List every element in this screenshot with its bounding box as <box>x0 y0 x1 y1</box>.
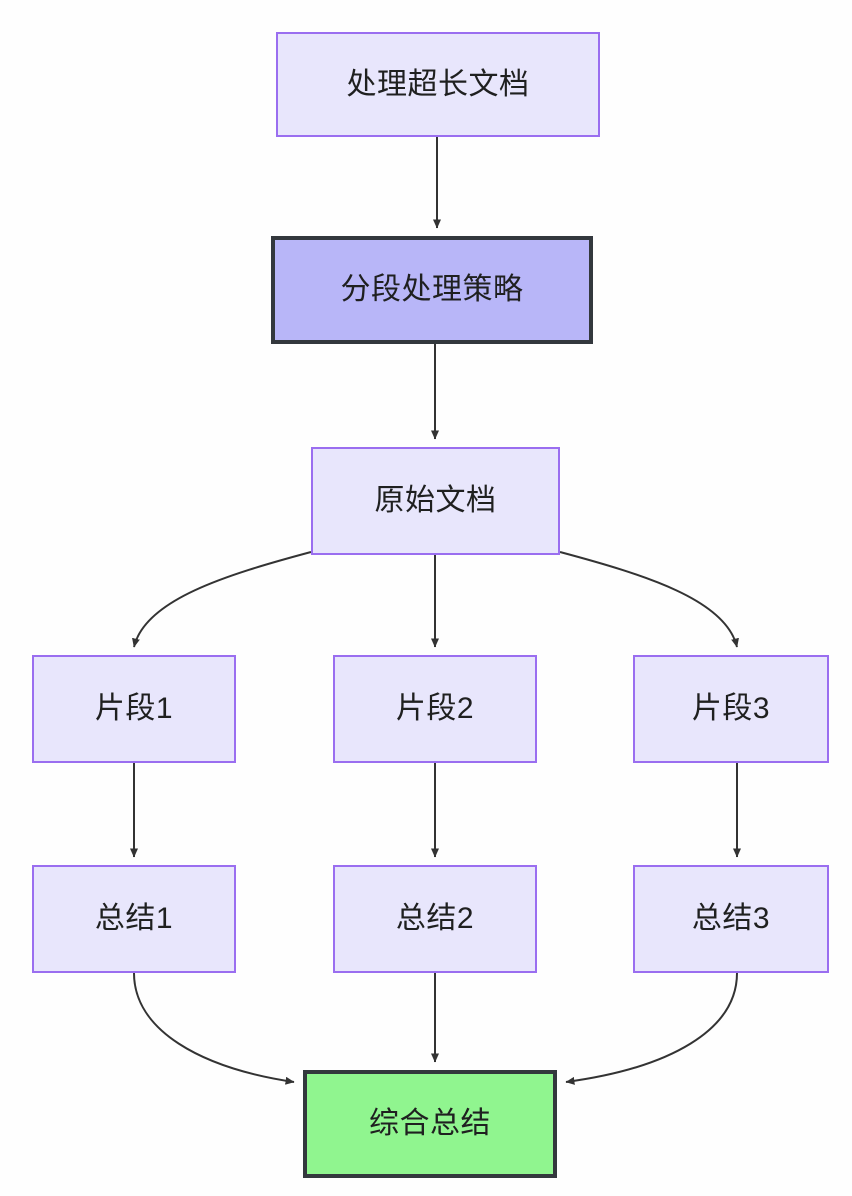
node-label: 片段1 <box>94 692 174 725</box>
node-fragment-2[interactable]: 片段2 <box>333 655 537 763</box>
edge-summary3-to-final <box>565 972 738 1085</box>
node-label: 总结3 <box>691 902 771 935</box>
node-fragment-1[interactable]: 片段1 <box>32 655 236 763</box>
node-label: 综合总结 <box>369 1107 491 1140</box>
node-label: 总结1 <box>94 902 174 935</box>
edge-original-to-fragment1 <box>132 551 312 648</box>
node-label: 片段3 <box>691 692 771 725</box>
edge-summary1-to-final <box>133 972 295 1085</box>
node-summary-3[interactable]: 总结3 <box>633 865 829 973</box>
node-fragment-3[interactable]: 片段3 <box>633 655 829 763</box>
node-comprehensive-summary[interactable]: 综合总结 <box>303 1070 557 1178</box>
node-label: 片段2 <box>395 692 475 725</box>
node-summary-1[interactable]: 总结1 <box>32 865 236 973</box>
node-label: 处理超长文档 <box>346 67 530 101</box>
edge-original-to-fragment3 <box>559 551 739 648</box>
node-label: 原始文档 <box>374 484 497 517</box>
node-label: 总结2 <box>395 902 475 935</box>
node-label: 分段处理策略 <box>340 273 524 306</box>
node-process-long-document[interactable]: 处理超长文档 <box>276 32 600 137</box>
node-original-document[interactable]: 原始文档 <box>311 447 560 555</box>
node-summary-2[interactable]: 总结2 <box>333 865 537 973</box>
node-chunking-strategy[interactable]: 分段处理策略 <box>271 236 593 344</box>
